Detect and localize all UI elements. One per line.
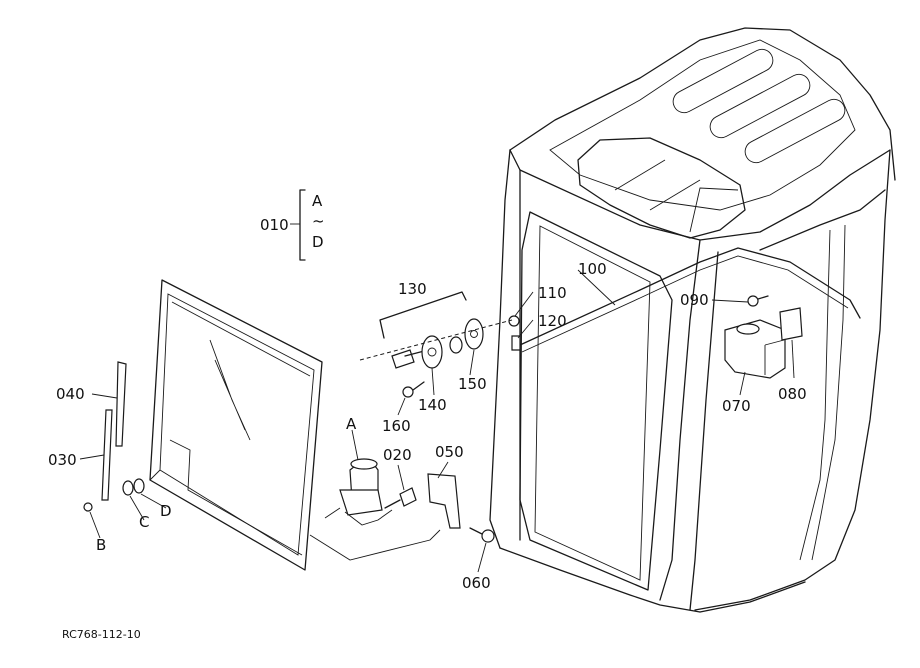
washer-tank — [724, 319, 786, 379]
label-150: 150 — [458, 375, 487, 393]
label-110: 110 — [538, 284, 567, 302]
reference-code: RC768-112-10 — [62, 628, 141, 641]
label-a: A — [346, 415, 357, 433]
label-050: 050 — [435, 443, 464, 461]
label-060: 060 — [462, 574, 491, 592]
nut-b — [83, 502, 93, 512]
part-labels: 010 A ~ D 130 110 120 100 090 080 070 14… — [48, 192, 807, 641]
label-040: 040 — [56, 385, 85, 403]
label-030: 030 — [48, 451, 77, 469]
label-130: 130 — [398, 280, 427, 298]
door-glass-panel — [149, 279, 323, 571]
cab-body — [489, 27, 896, 613]
label-070: 070 — [722, 397, 751, 415]
label-090: 090 — [680, 291, 709, 309]
label-010: 010 — [260, 216, 289, 234]
washer-d — [133, 478, 145, 494]
bolt-090 — [747, 295, 769, 307]
wiper-blade — [101, 409, 113, 501]
label-080: 080 — [778, 385, 807, 403]
label-c: C — [139, 513, 149, 531]
bracket-130 — [379, 291, 467, 339]
label-b: B — [96, 536, 106, 554]
pivot-assembly — [359, 315, 521, 398]
leader-lines — [79, 223, 795, 573]
wiper-arm — [115, 361, 127, 447]
motor-bracket — [427, 473, 461, 529]
bolt-020 — [384, 487, 417, 509]
label-140: 140 — [418, 396, 447, 414]
wiper-motor — [324, 458, 393, 526]
wiper-rod — [519, 247, 861, 346]
washer-c — [122, 480, 134, 496]
label-020: 020 — [383, 446, 412, 464]
group-bracket — [299, 189, 306, 261]
bolt-060 — [469, 527, 495, 543]
label-100: 100 — [578, 260, 607, 278]
label-range-end: D — [312, 233, 324, 251]
roof-vents — [672, 48, 846, 164]
label-d: D — [160, 502, 172, 520]
tank-bracket — [779, 307, 803, 341]
label-range-start: A — [312, 192, 323, 210]
label-120: 120 — [538, 312, 567, 330]
label-range-sep: ~ — [312, 212, 325, 230]
label-160: 160 — [382, 417, 411, 435]
